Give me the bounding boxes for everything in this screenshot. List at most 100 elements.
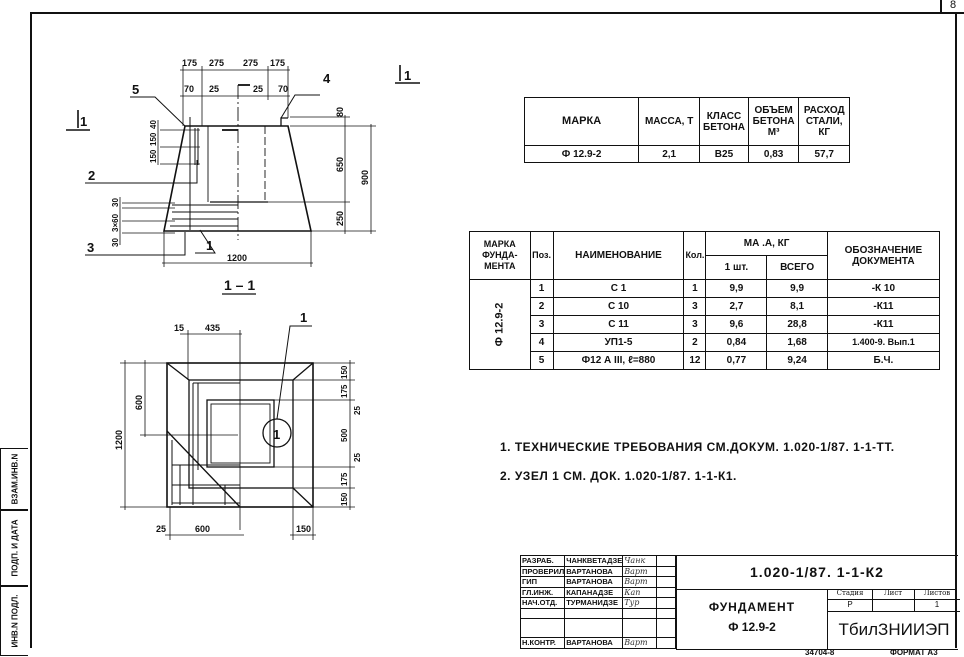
cut-mark-right: 1 — [404, 68, 411, 83]
cell: Б.Ч. — [826, 351, 941, 370]
section-1-1 — [66, 65, 420, 295]
dim-label: 600 — [195, 524, 210, 534]
strip-replacement-inv: ВЗАМ.ИНВ.N — [0, 448, 28, 510]
dim-label: 150 — [340, 365, 349, 379]
callout-1: 1 — [300, 310, 307, 325]
cut-marks — [66, 65, 420, 295]
drawing-name-line1: ФУНДАМЕНТ — [708, 600, 796, 614]
dim-label: 500 — [340, 428, 349, 442]
dim-label: 175 — [340, 472, 349, 486]
cut-mark-left: 1 — [80, 114, 87, 129]
dim-label: 600 — [134, 395, 144, 410]
header-mass-unit: 1 шт. — [705, 255, 768, 280]
leaders — [85, 94, 320, 256]
stage-label: Стадия — [828, 589, 873, 600]
dim-label: 435 — [205, 323, 220, 333]
dim-label: 15 — [174, 323, 184, 333]
dim-label: 70 — [184, 84, 194, 94]
header-mass-total: ВСЕГО — [766, 255, 828, 280]
rebar-mesh — [171, 382, 240, 505]
role: Н.КОНТР. — [519, 637, 566, 649]
dim-label: 150 — [149, 149, 158, 163]
stage-value: Р — [828, 600, 873, 611]
dim-label: 175 — [182, 58, 197, 68]
role — [519, 618, 566, 638]
cell: Ф12 А III, ℓ=880 — [552, 351, 685, 370]
callout-4: 4 — [323, 71, 331, 86]
dim-label: 30 — [111, 238, 120, 247]
sheets-label: Листов — [914, 589, 960, 600]
cell: 57,7 — [798, 145, 850, 163]
dim-label: 150 — [340, 492, 349, 506]
cell: 0,77 — [705, 351, 768, 370]
dim-label: 80 — [335, 107, 345, 117]
dim-label: 70 — [278, 84, 288, 94]
header-document: ОБОЗНАЧЕНИЕ ДОКУМЕНТА — [826, 231, 941, 280]
dim-label: 25 — [353, 406, 362, 415]
specification-table: МАРКА ФУНДА- МЕНТА Поз. НАИМЕНОВАНИЕ Кол… — [469, 231, 941, 370]
dim-label: 150 — [149, 132, 158, 146]
dim-label: 40 — [149, 120, 158, 129]
date — [656, 618, 676, 638]
dim-label: 1200 — [114, 430, 124, 450]
header-concrete-class: КЛАСС БЕТОНА — [699, 97, 749, 146]
dim-label: 3×60 — [111, 213, 120, 232]
dim-label: 25 — [156, 524, 166, 534]
rebar-mesh — [170, 117, 238, 230]
callout-2: 2 — [88, 168, 95, 183]
summary-table: МАРКА МАССА, Т КЛАСС БЕТОНА ОБЪЕМ БЕТОНА… — [523, 97, 850, 163]
dim-label: 175 — [270, 58, 285, 68]
dimension-lines — [120, 330, 355, 540]
dim-label: 275 — [209, 58, 224, 68]
inventory-number: 34704-8 — [805, 648, 835, 657]
cell: B25 — [699, 145, 749, 163]
foundation-mark: Ф 12.9-2 — [469, 279, 531, 370]
column-base-outline — [188, 379, 294, 489]
dimension-lines — [119, 66, 376, 267]
cell: 9,24 — [766, 351, 828, 370]
sheet-label: Лист — [872, 589, 915, 600]
sheet-number: 8 — [940, 0, 964, 14]
section-title: 1 – 1 — [224, 277, 255, 293]
plan-view — [120, 325, 355, 540]
dim-label: 900 — [360, 170, 370, 185]
dim-label: 150 — [296, 524, 311, 534]
plan-labels: 15 435 1200 600 150 175 25 500 25 175 15… — [114, 310, 362, 534]
dim-label: 30 — [111, 198, 120, 207]
date — [656, 637, 676, 649]
header-mark: МАРКА — [523, 97, 640, 146]
dim-label: 25 — [353, 453, 362, 462]
title-block-main: 1.020-1/87. 1-1-К2 ФУНДАМЕНТ Ф 12.9-2 Ст… — [676, 555, 960, 650]
cell: Ф 12.9-2 — [523, 145, 640, 163]
dim-label: 25 — [253, 84, 263, 94]
cell: 2,1 — [638, 145, 701, 163]
dim-label: 650 — [335, 157, 345, 172]
drawing-frame — [30, 12, 957, 648]
dim-label: 25 — [209, 84, 219, 94]
column-outline — [206, 399, 275, 468]
dim-label: 275 — [243, 58, 258, 68]
dim-label: 1200 — [227, 253, 247, 263]
drawing-name-line2: Ф 12.9-2 — [728, 620, 776, 634]
callout-1: 1 — [206, 238, 213, 253]
document-code: 1.020-1/87. 1-1-К2 — [677, 556, 957, 590]
header-steel: РАСХОД СТАЛИ, КГ — [798, 97, 850, 146]
note-2: 2. УЗЕЛ 1 СМ. ДОК. 1.020-1/87. 1-1-К1. — [500, 469, 737, 483]
foundation-outline — [163, 125, 312, 232]
section-labels: 175 275 275 175 70 25 25 70 80 650 250 9… — [80, 58, 411, 293]
node-mark: 1 — [273, 427, 280, 442]
header-concrete-volume: ОБЪЕМ БЕТОНА М³ — [747, 97, 800, 146]
cell: 0,83 — [747, 145, 800, 163]
note-1: 1. ТЕХНИЧЕСКИЕ ТРЕБОВАНИЯ СМ.ДОКУМ. 1.02… — [500, 440, 895, 454]
column-step — [280, 117, 288, 126]
callout-3: 3 — [87, 240, 94, 255]
dim-label: 175 — [340, 384, 349, 398]
sheets-value: 1 — [934, 600, 940, 609]
strip-sign-date: ПОДП. И ДАТА — [0, 510, 28, 586]
